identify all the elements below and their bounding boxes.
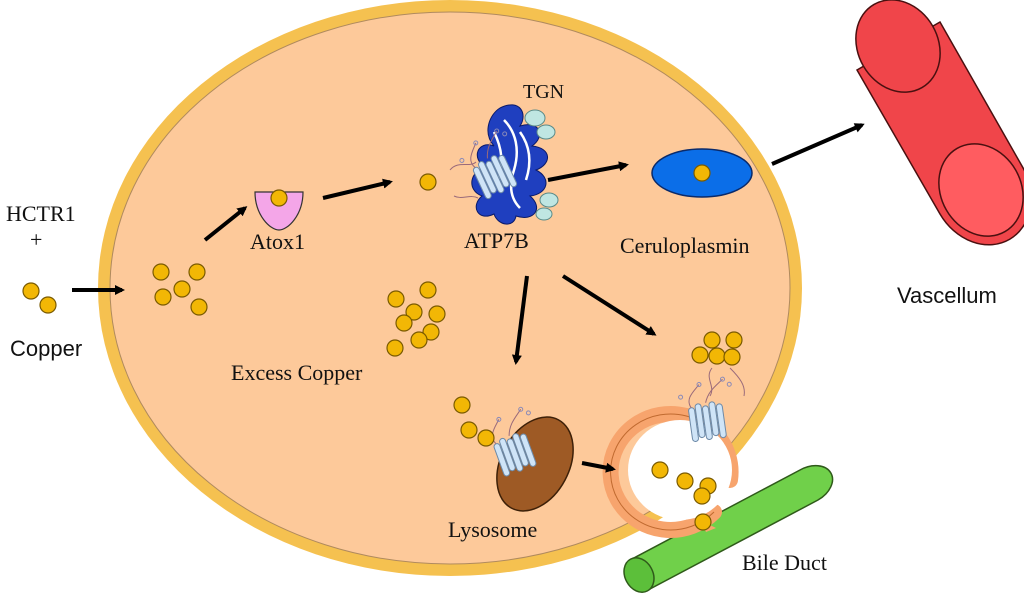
arrow-to-vesicle: [561, 274, 657, 336]
label-vascellum: Vascellum: [897, 283, 997, 308]
lysosome-organelle: [453, 396, 574, 512]
label-excess-copper: Excess Copper: [231, 360, 363, 385]
arrow-lysosome-to-vesicle: [581, 461, 616, 473]
vascellum-vessel: [855, 0, 1024, 246]
atp7b-tgn-complex: [449, 104, 559, 225]
label-ceruloplasmin: Ceruloplasmin: [620, 233, 750, 258]
ceruloplasmin-protein: [651, 148, 753, 198]
copper-ions-outside: [22, 282, 57, 314]
arrow-to-lysosome: [511, 275, 529, 365]
label-plus: +: [30, 227, 42, 252]
atox1-protein: [254, 189, 304, 231]
pathway-arrows: [72, 123, 865, 473]
bile-duct: [623, 464, 834, 593]
arrow-atox1-to-atp7b: [322, 178, 393, 200]
vesicle-copper-cluster: [691, 331, 745, 397]
arrow-to-vascellum: [771, 123, 865, 166]
excess-copper-ions: [386, 281, 446, 357]
arrow-to-atox1: [203, 206, 248, 242]
label-atp7b: ATP7B: [464, 228, 529, 253]
label-hctr1: HCTR1: [6, 201, 76, 226]
label-lysosome: Lysosome: [448, 517, 537, 542]
arrow-to-ceruloplasmin: [547, 161, 629, 182]
label-bile-duct: Bile Duct: [742, 550, 827, 575]
copper-ion-to-atp7b: [419, 173, 437, 191]
copper-ions-entry: [152, 263, 208, 316]
label-atox1: Atox1: [250, 229, 305, 254]
label-copper: Copper: [10, 336, 82, 361]
excretion-vesicle: [602, 375, 739, 538]
label-tgn: TGN: [523, 81, 564, 103]
